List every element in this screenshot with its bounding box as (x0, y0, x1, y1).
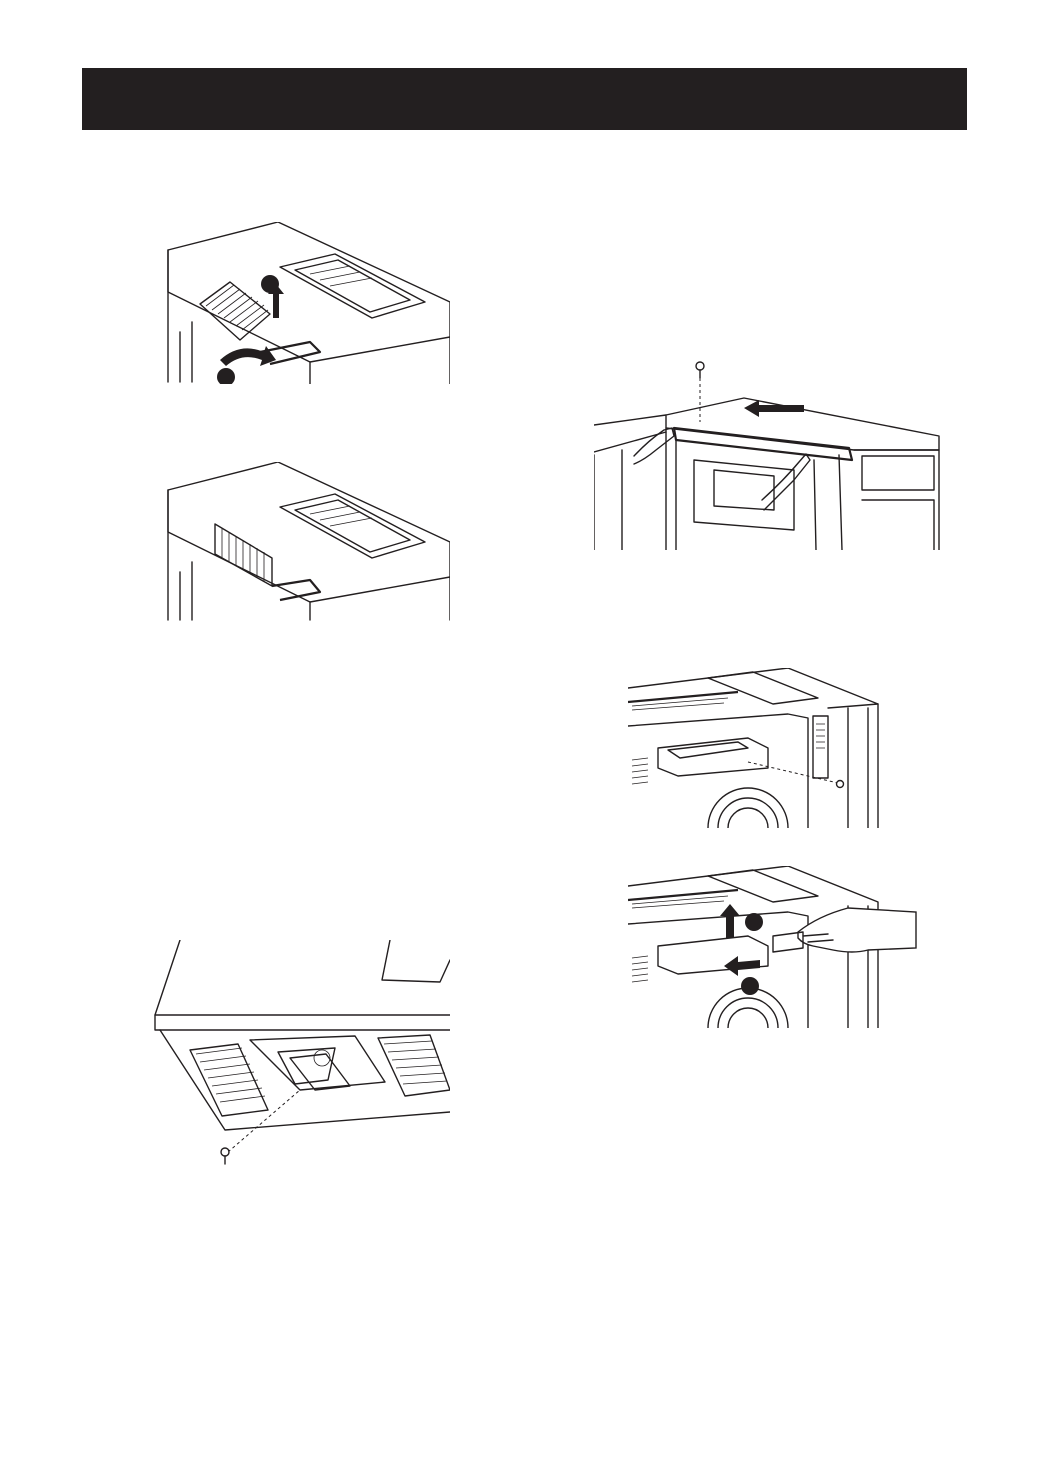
figure-grille-installed (160, 462, 450, 622)
left-arrow-icon (724, 956, 760, 976)
section-header-bar (82, 68, 967, 130)
step-1-marker (745, 913, 763, 931)
vent-grille-icon (200, 282, 270, 340)
up-arrow-icon (720, 904, 740, 938)
figure-rear-bracket (628, 668, 898, 828)
figure-underside (150, 940, 450, 1165)
curved-arrow-icon (220, 346, 276, 366)
hand-icon (798, 908, 916, 952)
left-arrow-icon (744, 400, 804, 417)
vent-grille-icon (215, 524, 272, 586)
figure-grille-removal (160, 222, 450, 384)
figure-bracket-removal (628, 866, 918, 1028)
filter-left-icon (190, 1044, 268, 1116)
screw-icon (221, 1148, 229, 1164)
filter-right-icon (378, 1035, 450, 1096)
step-1-marker (261, 275, 279, 293)
screw-icon (837, 781, 844, 788)
figure-door-hands (594, 360, 950, 550)
step-2-marker (741, 977, 759, 995)
step-2-marker (217, 368, 235, 384)
screw-icon (696, 362, 704, 378)
